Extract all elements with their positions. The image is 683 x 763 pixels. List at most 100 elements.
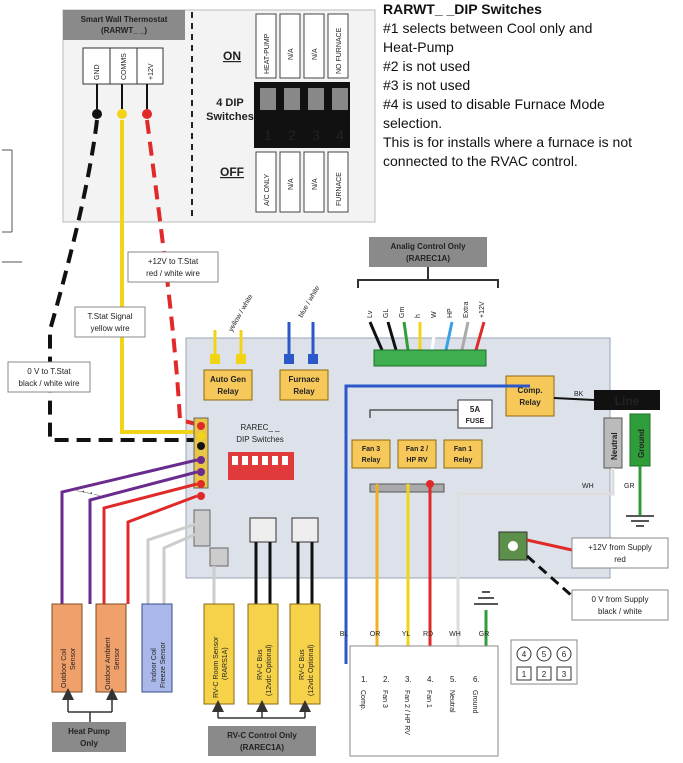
svg-text:5.: 5. (450, 675, 457, 684)
svg-text:3: 3 (312, 127, 320, 143)
svg-text:0 V to T.Stat: 0 V to T.Stat (27, 367, 71, 376)
svg-text:Indoor Coil: Indoor Coil (151, 648, 158, 682)
svg-text:N/A: N/A (288, 178, 295, 190)
fuse: 5A FUSE (457, 399, 493, 429)
svg-text:Relay: Relay (293, 387, 315, 396)
fan3-relay: Fan 3 Relay (351, 439, 391, 469)
wire-outdoor-ambient (102, 482, 198, 604)
svg-text:3.: 3. (405, 675, 412, 684)
svg-text:HP RV: HP RV (406, 457, 427, 464)
svg-text:Furnace: Furnace (288, 375, 320, 384)
svg-text:Line: Line (615, 394, 640, 408)
svg-text:1: 1 (522, 670, 527, 679)
svg-text:5A: 5A (470, 405, 480, 414)
svg-text:RV-C Bus: RV-C Bus (299, 649, 306, 680)
svg-text:h: h (415, 314, 422, 318)
notes-line: Heat-Pump (383, 39, 454, 55)
fan2-relay: Fan 2 / HP RV (397, 439, 437, 469)
svg-text:black / white: black / white (598, 607, 643, 616)
svg-text:Freeze Sensor: Freeze Sensor (160, 641, 167, 688)
rvc-room-port (209, 547, 229, 567)
ground-box: Ground (629, 413, 651, 467)
rvc-bus-port-1 (249, 517, 277, 543)
svg-text:GL: GL (383, 309, 390, 318)
callout-12v-tstat: +12V to T.Stat red / white wire (127, 251, 219, 283)
svg-text:Ground: Ground (637, 429, 646, 458)
svg-text:(RAREC1A): (RAREC1A) (240, 743, 284, 752)
svg-text:A/C ONLY: A/C ONLY (264, 174, 271, 206)
analog-control-box: Analig Control Only (RAREC1A) (357, 237, 499, 288)
svg-text:FUSE: FUSE (466, 418, 485, 425)
wire-yellow (120, 120, 196, 434)
thermostat-title: Smart Wall Thermostat (81, 15, 168, 24)
wire-black-dashed (48, 119, 196, 442)
svg-text:OR: OR (370, 631, 381, 638)
svg-text:4: 4 (522, 650, 527, 659)
svg-text:red / white wire: red / white wire (146, 269, 200, 278)
terminal-comms: COMMS (121, 53, 128, 80)
thermostat-model: (RARWT_ _) (101, 26, 147, 35)
neutral-box: Neutral (603, 417, 623, 469)
tag-wh: WH (582, 483, 594, 490)
svg-text:GR: GR (479, 631, 490, 638)
comp-relay: Comp. Relay (505, 375, 555, 417)
svg-text:RV-C Bus: RV-C Bus (257, 649, 264, 680)
dip-off-label: OFF (220, 165, 244, 179)
sensor-outdoor-ambient: Outdoor Ambient Sensor (95, 603, 127, 693)
terminal-dot-12v (142, 109, 152, 119)
svg-text:Neutral: Neutral (448, 690, 455, 713)
wire-outdoor-ambient-2 (126, 494, 198, 604)
svg-text:N/A: N/A (288, 48, 295, 60)
notes-line: This is for installs where a furnace is … (383, 134, 632, 150)
svg-text:Extra: Extra (463, 302, 470, 318)
svg-text:—•—• —: —•—• — (76, 488, 101, 499)
yellow-white-label: yellow / white (228, 293, 255, 333)
svg-text:DIP Switches: DIP Switches (236, 435, 283, 444)
svg-text:0 V from Supply: 0 V from Supply (592, 595, 649, 604)
svg-text:Fan 2 / HP RV: Fan 2 / HP RV (403, 690, 410, 735)
line-box: Line (594, 390, 660, 410)
sensor-outdoor-coil: Outdoor Coil Sensor (51, 603, 83, 693)
dip-label-line1: 4 DIP (216, 97, 244, 109)
svg-text:2: 2 (542, 670, 547, 679)
svg-text:RV-C Room Sensor: RV-C Room Sensor (213, 636, 220, 698)
dip-bottom-labels: A/C ONLY N/A N/A FURNACE (255, 151, 349, 213)
svg-text:(12vdc Optional): (12vdc Optional) (308, 645, 315, 696)
svg-text:Outdoor Ambient: Outdoor Ambient (105, 637, 112, 690)
sensor-rvc-bus-2: RV-C Bus (12vdc Optional) (289, 603, 321, 705)
notes-line: #3 is not used (383, 77, 471, 93)
terminal-dot-comms (117, 109, 127, 119)
svg-text:Comp.: Comp. (359, 690, 366, 711)
svg-text:2: 2 (288, 127, 296, 143)
furnace-relay: Furnace Relay blue / white (279, 285, 329, 401)
svg-text:4: 4 (336, 127, 344, 143)
rvc-bus-port-2 (291, 517, 319, 543)
connector-numbers: 1. 2. 3. 4. 5. 6. (361, 675, 480, 684)
svg-text:Only: Only (80, 739, 98, 748)
dip-label-line2: Switches (206, 111, 254, 123)
svg-text:N/A: N/A (312, 178, 319, 190)
svg-text:FURNACE: FURNACE (336, 172, 343, 206)
notes-heading: RARWT_ _DIP Switches (383, 1, 542, 17)
svg-text:+12V: +12V (479, 301, 486, 318)
sensor-rvc-room: RV-C Room Sensor (RARS1A) (203, 603, 235, 705)
svg-text:Heat Pump: Heat Pump (68, 727, 110, 736)
svg-text:Fan 1: Fan 1 (425, 690, 432, 708)
svg-text:Outdoor Coil: Outdoor Coil (61, 648, 68, 688)
svg-text:(RARS1A): (RARS1A) (222, 647, 229, 680)
notes-line: #4 is used to disable Furnace Mode (383, 96, 605, 112)
svg-text:Neutral: Neutral (610, 432, 619, 460)
analog-wires (368, 321, 486, 351)
svg-text:1: 1 (264, 127, 272, 143)
rvc-control-group: RV-C Control Only (RAREC1A) (208, 700, 316, 756)
analog-terminal-labels: Lv GL Gm h W HP Extra +12V (367, 301, 486, 318)
tag-bk: BK (574, 391, 584, 398)
sensor-indoor-coil: Indoor Coil Freeze Sensor (141, 603, 173, 693)
output-connector (349, 645, 499, 757)
svg-text:+12V from Supply: +12V from Supply (588, 543, 652, 552)
svg-text:Fan 3: Fan 3 (362, 446, 380, 453)
svg-text:RAREC_ _: RAREC_ _ (240, 423, 280, 432)
svg-text:4.: 4. (427, 675, 434, 684)
dip-switch-notes: RARWT_ _DIP Switches #1 selects between … (383, 0, 683, 171)
wire-outdoor-coil (60, 458, 198, 604)
